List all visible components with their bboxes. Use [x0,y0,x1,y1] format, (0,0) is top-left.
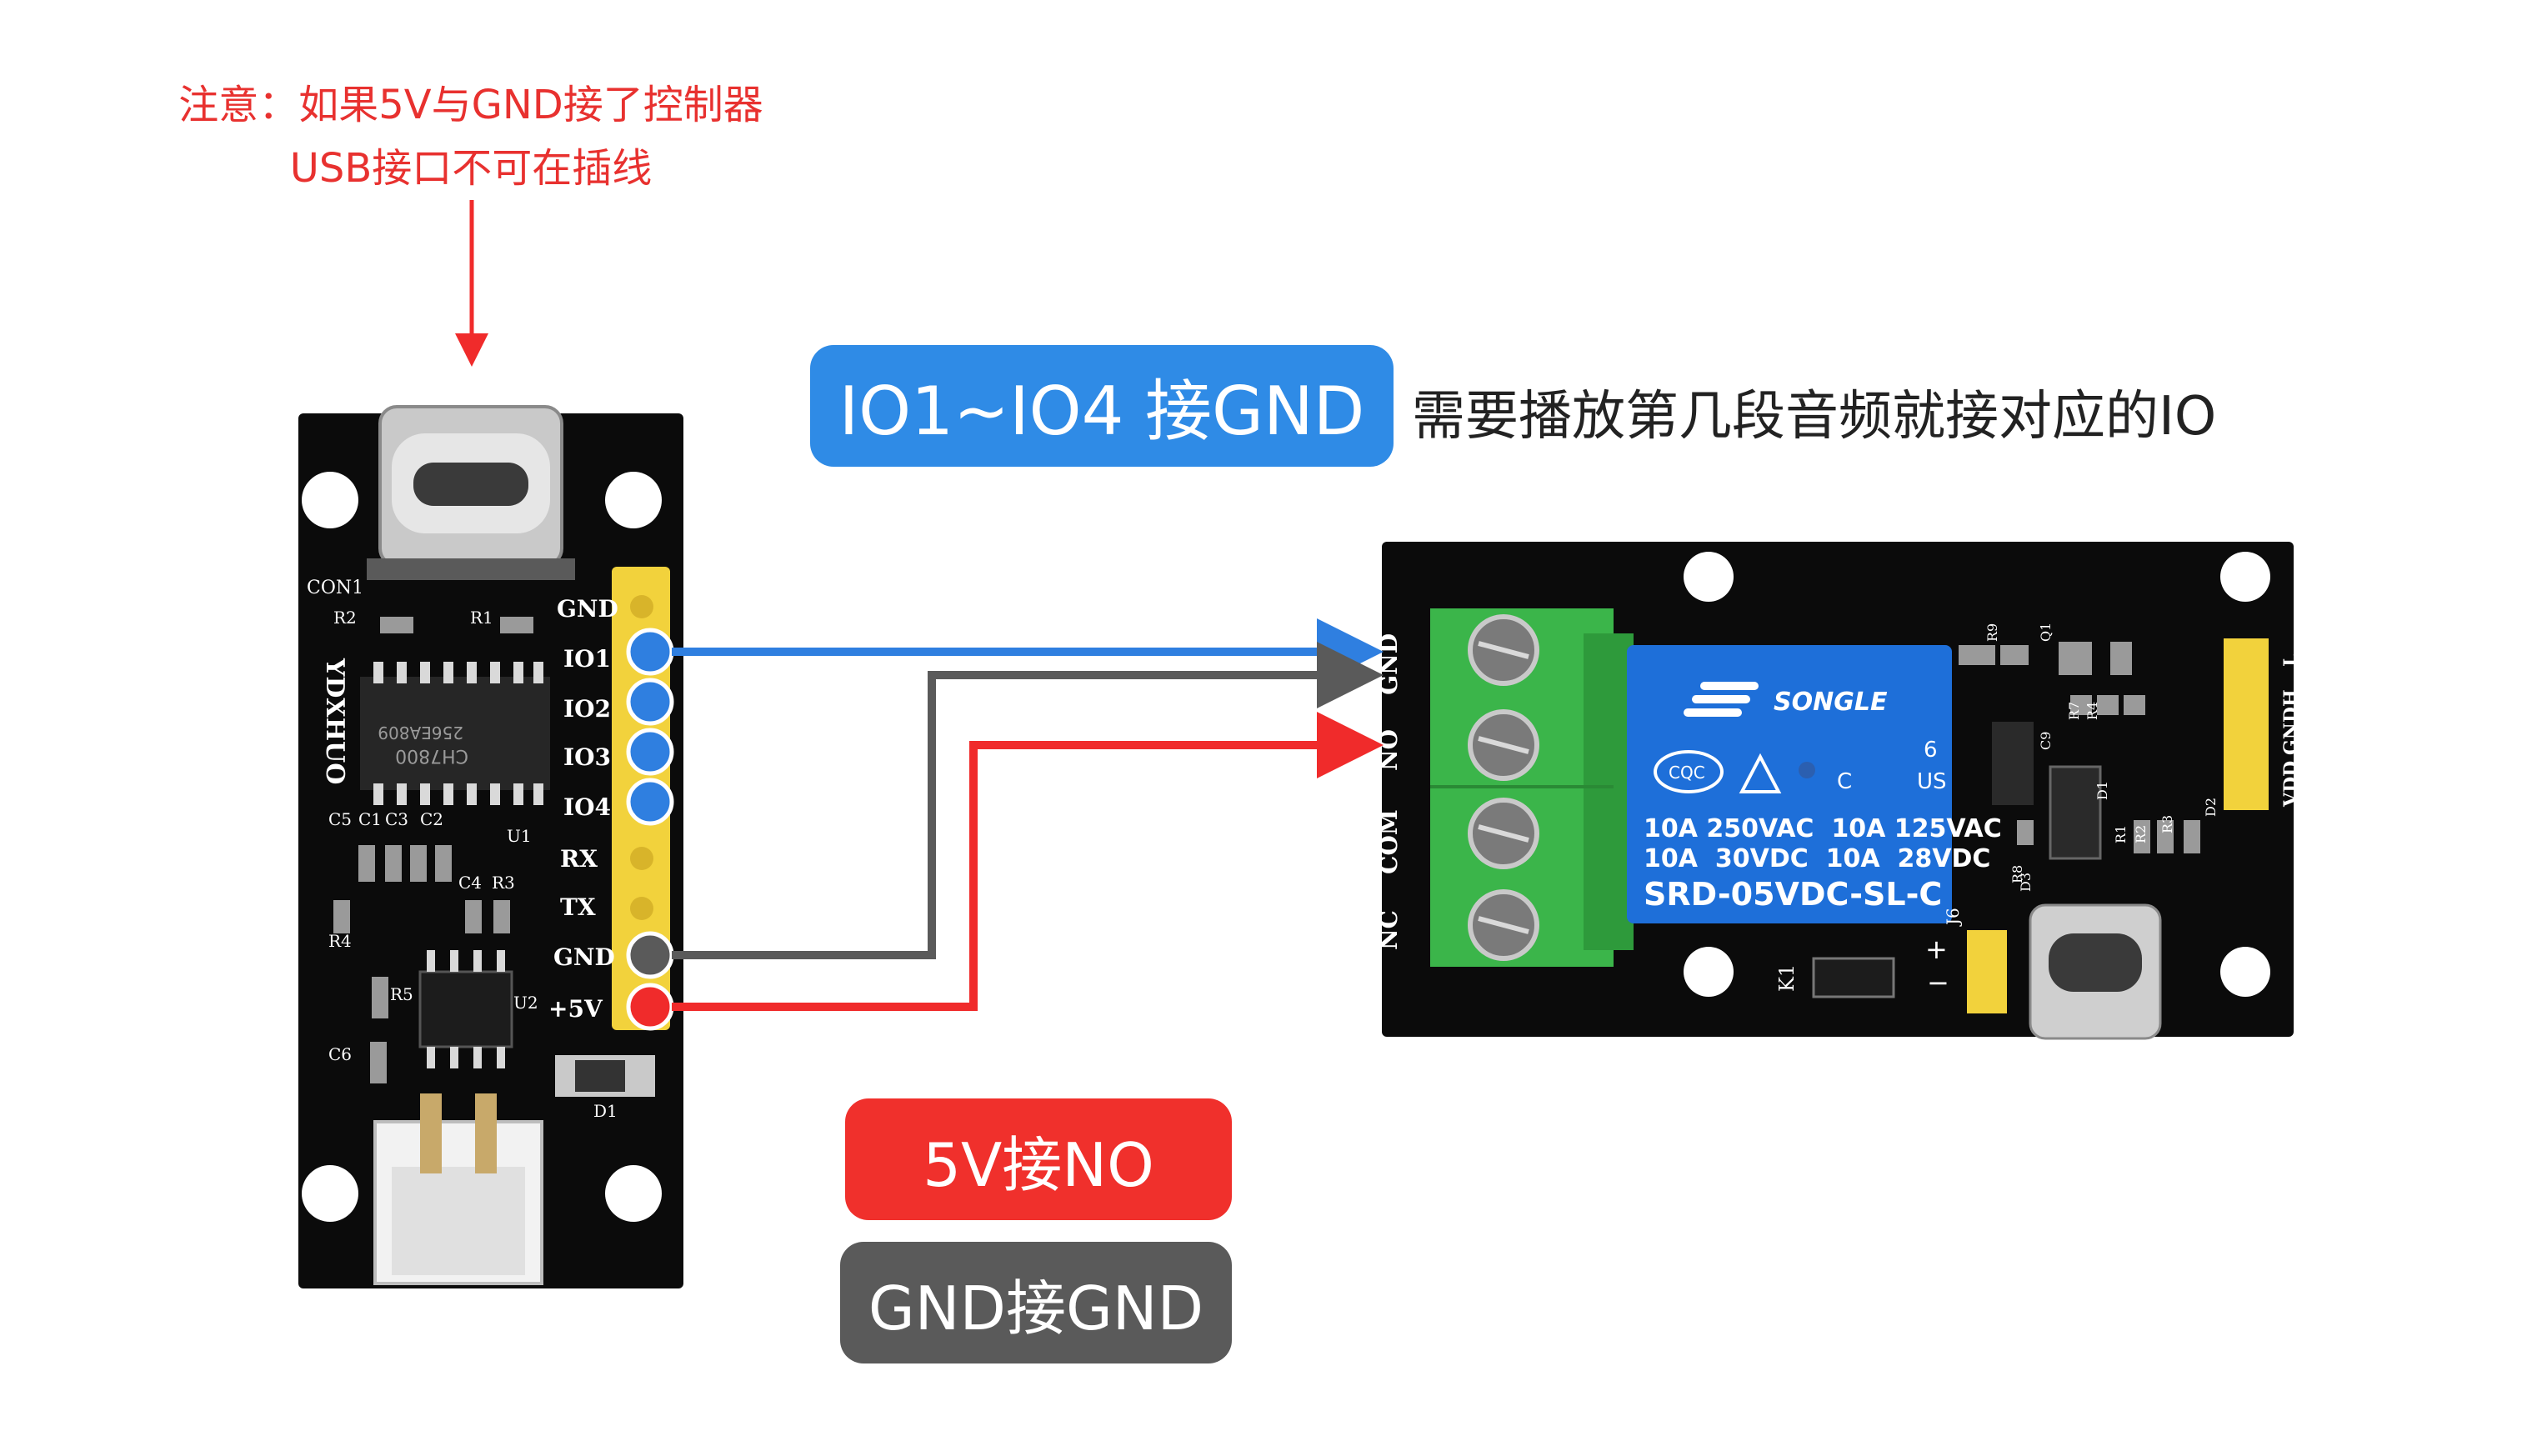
vcc-legend-label: 5V接NO [923,1129,1154,1200]
component-label: R5 [390,984,413,1004]
component-label: C3 [385,809,408,829]
mount-hole [2220,552,2270,602]
mount-hole [302,472,358,528]
io-instruction-pill: IO1~IO4 接GND [810,345,1394,467]
jst-connector [373,1093,543,1285]
vcc-pin-marker [626,983,674,1031]
relay-model: SRD-05VDC-SL-C [1644,876,1942,913]
board-label: K1 [1775,964,1799,992]
relay-cert: CQC [1669,763,1705,783]
relay-rating: 10A 250VAC 10A 125VAC [1644,814,2002,843]
component-label: C6 [328,1044,352,1064]
header-pin-label: H [2280,689,2302,707]
terminal-label: NC [1375,910,1403,950]
relay-usb-c-connector [2029,903,2162,1040]
board-label: R7 [2066,702,2082,720]
io-instruction-label: IO1~IO4 接GND [838,373,1365,450]
pin-label: TX [560,893,596,921]
header-pin-label: VDD [2280,761,2302,808]
board-label: D2 [2203,798,2219,817]
warning-line-1: 注意：如果5V与GND接了控制器 [178,82,763,128]
warning-line-2: USB接口不可在插线 [289,145,653,192]
board-label: C9 [2038,732,2054,750]
regulator-chip [418,970,513,1048]
relay-rating: 10A 30VDC 10A 28VDC [1644,844,1990,873]
chip-model: CH7800 [395,745,468,766]
component-label: R4 [328,931,352,951]
io1-pin-marker [626,628,674,676]
pin-label: RX [560,845,598,873]
component-label: R3 [492,873,515,893]
chip-code: 256EA809 [378,723,463,743]
pin-label: GND [557,595,618,623]
connector-label: CON1 [307,578,363,598]
relay-brand: SONGLE [1774,688,1888,717]
component-label: U2 [513,993,538,1013]
component-label: R1 [470,608,493,628]
terminal-label: NO [1375,729,1403,771]
gnd-wire [672,642,1384,959]
pin-label: IO1 [563,645,611,673]
board-label: R3 [2159,815,2175,833]
board-label: R4 [2084,702,2100,720]
k1-button [1812,957,1895,998]
relay-cert: C [1837,769,1852,794]
signal-header [2224,638,2269,810]
terminal-label: COM [1375,809,1403,874]
board-label: R9 [1984,623,2000,642]
board-label: R8 [2009,865,2025,883]
main-chip: 256EA809 CH7800 [360,662,550,805]
component-label: C2 [420,809,443,829]
header-pin-label: L [2280,654,2302,667]
board-label: Q1 [2038,623,2054,642]
pin-label: IO3 [563,743,611,771]
transistor [2049,765,2102,860]
header-pin-label: GND [2280,707,2302,755]
pin-label: +5V [548,995,603,1023]
pin-label: GND [553,943,615,971]
board-label: R2 [2133,825,2149,843]
mount-hole [1684,947,1734,997]
pin-label: IO2 [563,695,611,723]
polarity-mark: − [1927,967,1949,998]
board-label: R1 [2113,825,2129,843]
relay-board: GND NO COM NC SONGLE CQC C US 6 10A 250V… [1375,542,2302,1040]
relay-module: SONGLE CQC C US 6 10A 250VAC 10A 125VAC … [1627,645,2002,923]
io2-pin-marker [626,678,674,726]
mount-hole [605,1165,662,1222]
usb-warning: 注意：如果5V与GND接了控制器 USB接口不可在插线 [125,73,817,200]
vcc-legend-pill: 5V接NO [845,1098,1232,1220]
component-label: C5 [328,809,352,829]
relay-cert: 6 [1924,738,1938,763]
mount-hole [605,472,662,528]
board-label: J6 [1943,908,1963,927]
board-label: D3 [2018,873,2034,892]
component-label: C4 [458,873,482,893]
gnd-legend-pill: GND接GND [840,1242,1232,1363]
board-label: D1 [2094,781,2110,800]
component-label: D1 [593,1101,618,1121]
relay-cert: US [1917,769,1947,794]
usb-c-connector [367,405,575,580]
io4-pin-marker [626,778,674,826]
screw-terminal [1430,608,1634,967]
brand-label: YDXHUO [320,658,349,784]
mount-hole [2220,947,2270,997]
io3-pin-marker [626,728,674,776]
component-label: C1 [358,809,382,829]
mount-hole [302,1165,358,1222]
mount-hole [1684,552,1734,602]
terminal-label: GND [1375,633,1403,695]
component-label: R2 [333,608,357,628]
vcc-wire [672,712,1384,1011]
j6-header [1967,930,2007,1013]
controller-board: CON1 YDXHUO 256EA809 CH7800 [298,405,683,1288]
polarity-mark: + [1925,933,1948,965]
pin-label: IO4 [563,793,611,821]
component-label: U1 [507,826,532,846]
gnd-legend-label: GND接GND [868,1273,1204,1343]
gnd-pin-marker [626,931,674,979]
io-instruction-description: 需要播放第几段音频就接对应的IO [1412,386,2217,448]
